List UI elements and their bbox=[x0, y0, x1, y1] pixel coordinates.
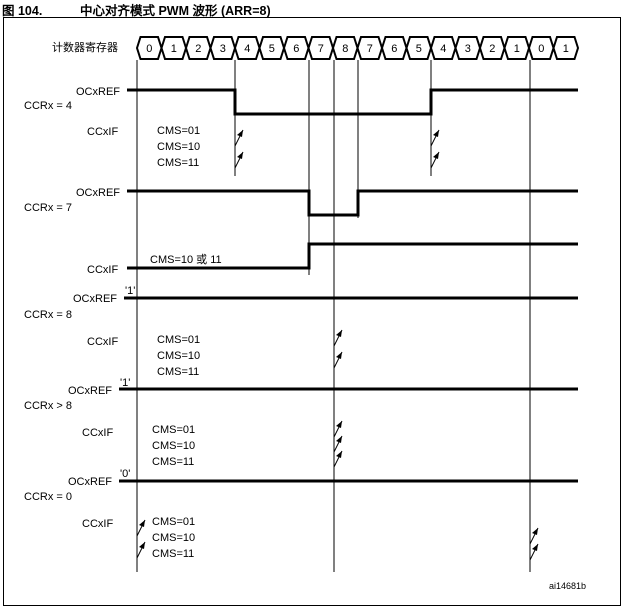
cms10-label-ccr8: CMS=10 bbox=[157, 350, 200, 362]
flag-arrow bbox=[333, 435, 343, 453]
cms11-label-ccr0: CMS=11 bbox=[152, 548, 194, 560]
cms10-label-ccr0: CMS=10 bbox=[152, 532, 195, 544]
cms11-label-ccr8: CMS=11 bbox=[157, 366, 199, 378]
ocxref-label-ccr4: OCxREF bbox=[76, 86, 120, 98]
flag-arrow bbox=[333, 351, 343, 369]
cms10-label-ccr4: CMS=10 bbox=[157, 141, 200, 153]
counter-value: 4 bbox=[244, 43, 250, 55]
case-label-ccr0: CCRx = 0 bbox=[24, 491, 72, 503]
counter-value: 1 bbox=[171, 43, 177, 55]
figure-number: 图 104. bbox=[2, 4, 43, 18]
level-zero-ccr0: '0' bbox=[120, 468, 130, 480]
counter-value: 3 bbox=[220, 43, 226, 55]
cms10-label-ccrgt8: CMS=10 bbox=[152, 440, 195, 452]
reference-lines bbox=[136, 60, 531, 572]
interrupt-flag-arrows bbox=[136, 129, 539, 561]
flag-arrow bbox=[234, 129, 244, 147]
counter-value: 5 bbox=[416, 43, 422, 55]
flag-arrow bbox=[333, 450, 343, 468]
flag-arrow bbox=[333, 329, 343, 347]
ccxif-waveform-ccr7 bbox=[127, 242, 578, 270]
counter-value: 1 bbox=[563, 43, 569, 55]
case-label-ccrgt8: CCRx > 8 bbox=[24, 400, 72, 412]
case-label-ccr7: CCRx = 7 bbox=[24, 202, 72, 214]
counter-value: 8 bbox=[342, 43, 348, 55]
flag-arrow bbox=[430, 151, 440, 169]
cms01-label-ccr8: CMS=01 bbox=[157, 334, 200, 346]
counter-value: 2 bbox=[195, 43, 201, 55]
counter-value: 0 bbox=[146, 43, 152, 55]
flag-arrow bbox=[529, 543, 539, 561]
ocxref-label-ccr8: OCxREF bbox=[73, 293, 117, 305]
flag-arrow bbox=[333, 420, 343, 438]
ccxif-label-ccr8: CCxIF bbox=[87, 336, 118, 348]
ccxif-label-ccr7: CCxIF bbox=[87, 264, 118, 276]
counter-value: 6 bbox=[391, 43, 397, 55]
flag-arrow bbox=[136, 519, 146, 537]
counter-value: 4 bbox=[440, 43, 446, 55]
counter-register: 0 1 2 3 4 5 6 7 8 7 6 5 4 3 2 1 0 1 bbox=[135, 36, 580, 60]
level-one-ccr8: '1' bbox=[125, 285, 135, 297]
counter-value: 3 bbox=[465, 43, 471, 55]
ocxref-label-ccr0: OCxREF bbox=[68, 476, 112, 488]
level-one-ccrgt8: '1' bbox=[120, 377, 130, 389]
counter-value: 2 bbox=[489, 43, 495, 55]
counter-value: 7 bbox=[367, 43, 373, 55]
diagram-frame bbox=[3, 17, 621, 606]
counter-value: 1 bbox=[514, 43, 520, 55]
figure-caption: 中心对齐模式 PWM 波形 (ARR=8) bbox=[80, 4, 271, 18]
cms01-label-ccr4: CMS=01 bbox=[157, 125, 200, 137]
cms11-label-ccrgt8: CMS=11 bbox=[152, 456, 194, 468]
cms10or11-label: CMS=10 或 11 bbox=[150, 253, 222, 266]
ccxif-label-ccr0: CCxIF bbox=[82, 518, 113, 530]
counter-cell bbox=[552, 36, 580, 60]
figure-id: ai14681b bbox=[549, 581, 586, 591]
counter-label: 计数器寄存器 bbox=[52, 40, 118, 54]
cms11-label-ccr4: CMS=11 bbox=[157, 157, 199, 169]
case-label-ccr4: CCRx = 4 bbox=[24, 100, 72, 112]
counter-value: 6 bbox=[293, 43, 299, 55]
figure-title: 图 104. 中心对齐模式 PWM 波形 (ARR=8) bbox=[2, 0, 271, 19]
ocxref-waveform-ccr4 bbox=[127, 88, 578, 116]
flag-arrow bbox=[430, 129, 440, 147]
flag-arrow bbox=[234, 151, 244, 169]
ocxref-label-ccrgt8: OCxREF bbox=[68, 385, 112, 397]
counter-value: 7 bbox=[318, 43, 324, 55]
flag-arrow bbox=[529, 527, 539, 545]
cms01-label-ccrgt8: CMS=01 bbox=[152, 424, 195, 436]
counter-value: 5 bbox=[269, 43, 275, 55]
ccxif-label-ccr4: CCxIF bbox=[87, 126, 118, 138]
counter-value: 0 bbox=[538, 43, 544, 55]
cms01-label-ccr0: CMS=01 bbox=[152, 516, 195, 528]
ocxref-label-ccr7: OCxREF bbox=[76, 187, 120, 199]
case-label-ccr8: CCRx = 8 bbox=[24, 309, 72, 321]
flag-arrow bbox=[136, 541, 146, 559]
ocxref-waveform-ccr7 bbox=[127, 189, 578, 217]
ccxif-label-ccrgt8: CCxIF bbox=[82, 427, 113, 439]
